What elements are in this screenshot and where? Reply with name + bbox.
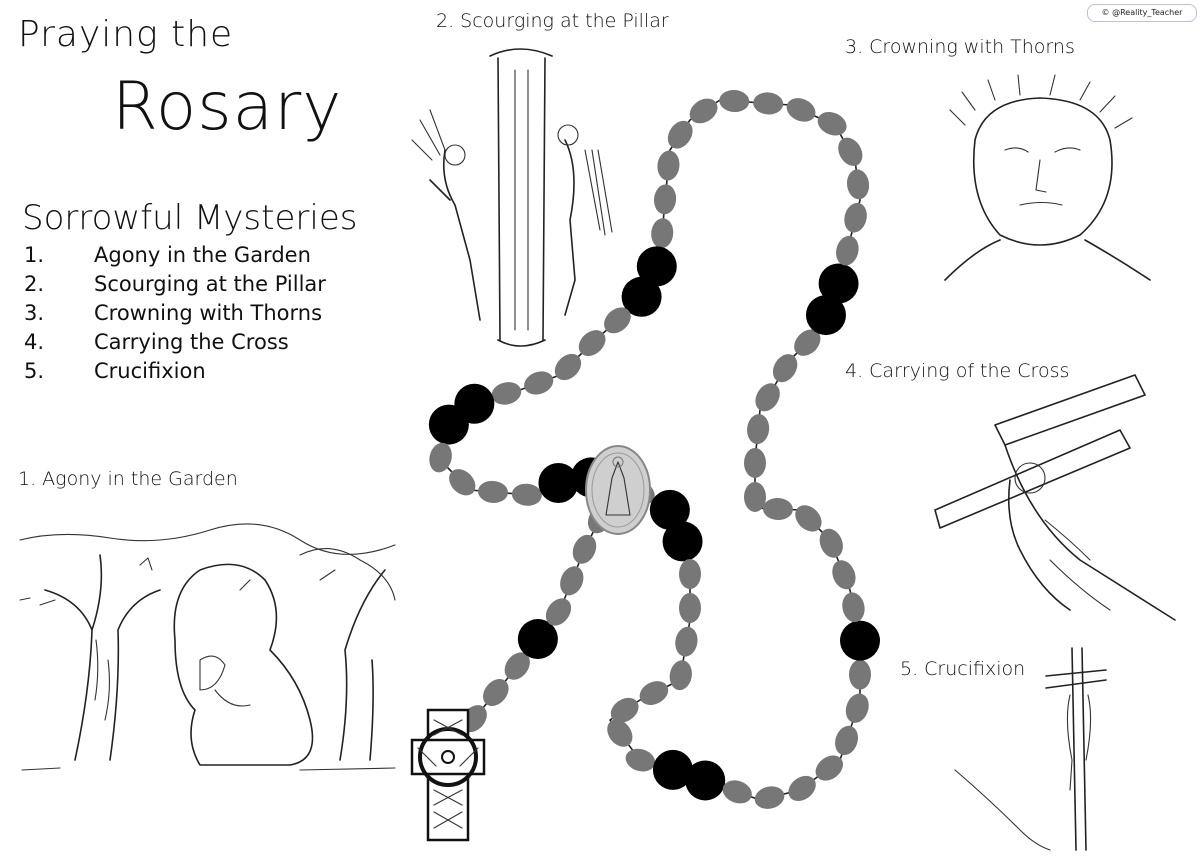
rosary-bead [483, 678, 509, 706]
rosary-bead [572, 534, 597, 564]
rosary-bead [578, 330, 606, 357]
rosary-bead [815, 755, 843, 781]
rosary-bead [689, 98, 718, 124]
rosary-bead [836, 235, 859, 266]
rosary-bead-large [649, 489, 690, 530]
rosary-bead [504, 652, 530, 680]
rosary-bead [654, 184, 677, 215]
rosary-bead [625, 748, 656, 772]
rosary-bead [844, 202, 867, 233]
list-item: 2.Scourging at the Pillar [24, 272, 326, 296]
rosary-bead [754, 786, 785, 809]
label-crucifixion: 5. Crucifixion [900, 658, 1026, 680]
rosary-bead [511, 483, 542, 506]
rosary-bead-large [805, 295, 846, 336]
label-carrying: 4. Carrying of the Cross [845, 360, 1070, 382]
rosary-bead [545, 598, 572, 626]
rosary-bead [667, 120, 693, 149]
rosary-bead [753, 92, 784, 115]
rosary-bead [604, 307, 631, 334]
rosary-bead-large [818, 263, 859, 304]
rosary-bead-large [517, 619, 558, 660]
rosary-bead [607, 719, 633, 747]
rosary-bead-large [538, 462, 579, 503]
rosary-bead [846, 169, 870, 200]
rosary-bead [832, 560, 856, 590]
rosary-bead [788, 775, 816, 802]
rosary-bead [657, 150, 680, 181]
rosary-bead [755, 383, 780, 412]
rosary-bead [719, 89, 750, 113]
scourging-illustration [411, 48, 613, 347]
rosary-beads [428, 89, 880, 809]
rosary-bead [786, 98, 816, 122]
rosary-bead [842, 592, 865, 623]
rosary-bead [845, 693, 869, 723]
rosary-bead [675, 626, 698, 657]
list-item: 1.Agony in the Garden [24, 243, 311, 267]
rosary-bead [478, 480, 508, 503]
rosary-bead [794, 329, 821, 356]
rosary-bead [669, 660, 692, 691]
rosary-bead [560, 566, 584, 596]
list-item: 3.Crowning with Thorns [24, 301, 323, 325]
rosary-bead-large [428, 404, 469, 445]
rosary-bead [679, 592, 701, 623]
rosary-bead [762, 498, 793, 521]
rosary-bead [835, 725, 858, 756]
miraculous-medal [585, 445, 651, 535]
rosary-bead [817, 111, 847, 136]
rosary-bead [744, 447, 766, 478]
rosary-bead-large [840, 620, 880, 661]
rosary-bead [524, 371, 554, 395]
crucifixion-illustration [954, 647, 1107, 851]
crowning-thorns-illustration [944, 74, 1151, 281]
list-item: 5.Crucifixion [24, 359, 206, 383]
rosary-bead [429, 442, 452, 473]
rosary-bead-large [652, 749, 693, 790]
rosary-bead [795, 505, 822, 532]
rosary-bead [639, 681, 669, 705]
rosary-bead [819, 528, 843, 558]
agony-garden-illustration [19, 523, 396, 771]
rosary-bead [491, 382, 522, 405]
mysteries-list: 1.Agony in the Garden 2.Scourging at the… [24, 243, 326, 388]
credit-badge: © @Reality_Teacher [1087, 4, 1197, 22]
label-agony: 1. Agony in the Garden [18, 468, 238, 490]
rosary-bead [722, 780, 752, 804]
label-scourging: 2. Scourging at the Pillar [436, 10, 669, 32]
rosary-bead [838, 137, 863, 166]
carrying-cross-illustration [934, 374, 1176, 621]
rosary-bead [747, 414, 770, 445]
rosary-bead [744, 481, 766, 512]
title-rosary: Rosary [112, 68, 343, 145]
rosary-bead-large [621, 276, 662, 317]
rosary-bead [679, 558, 701, 589]
list-item: 4.Carrying the Cross [24, 330, 289, 354]
rosary-bead [651, 218, 674, 249]
celtic-cross-icon [410, 708, 486, 842]
rosary-bead-large [685, 760, 726, 801]
label-crowning: 3. Crowning with Thorns [845, 36, 1075, 58]
mysteries-heading: Sorrowful Mysteries [22, 198, 358, 238]
rosary-bead [610, 697, 639, 723]
rosary-bead [554, 353, 582, 381]
rosary-bead-large [636, 246, 677, 287]
rosary-bead [449, 469, 476, 496]
title-praying-the: Praying the [18, 14, 234, 55]
rosary-bead [772, 354, 798, 383]
rosary-bead-large [662, 521, 703, 562]
rosary-bead [849, 659, 871, 690]
